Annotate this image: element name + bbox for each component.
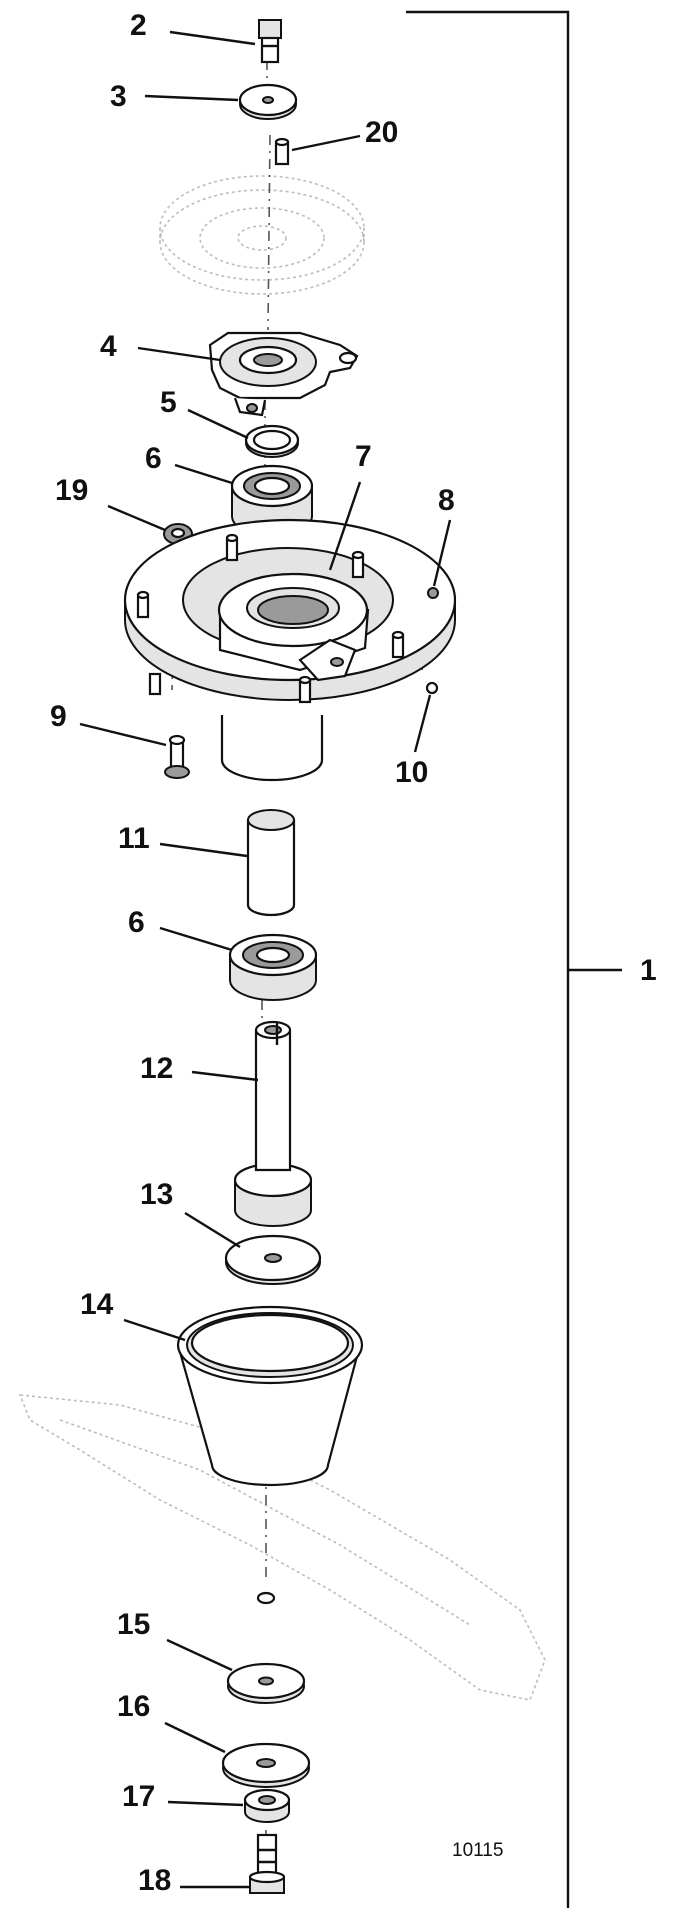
callout-8: 8 [438,484,455,517]
callout-19: 19 [55,474,88,507]
part-12-shaft [233,1020,313,1227]
housing-studs [136,533,405,704]
callout-12: 12 [140,1052,173,1085]
reference-number: 10115 [452,1840,503,1861]
callout-10: 10 [395,756,428,789]
part-4-bracket [208,331,359,417]
callout-4: 4 [100,330,117,363]
leader-lines [79,30,452,1889]
callout-2: 2 [130,9,147,42]
part-20-pin [274,137,290,166]
part-6-lower-bearing [228,933,318,1001]
callout-6-upper: 6 [145,442,162,475]
callout-7: 7 [355,440,372,473]
callout-20: 20 [365,116,398,149]
part-9-bolt [164,734,190,779]
callout-15: 15 [117,1608,150,1641]
part-7-spindle-housing [123,518,457,782]
part-11-spacer [246,809,296,917]
assembly-bracket [406,10,622,1908]
part-3-washer [238,83,298,120]
part-2-bolt [258,19,282,64]
part-14-cup [176,1305,364,1487]
callout-labels: 2 3 20 4 5 6 7 19 8 9 10 11 6 12 13 14 1… [50,9,657,1897]
callout-16: 16 [117,1690,150,1723]
part-5-ring [244,424,300,458]
blade-hole [256,1591,276,1605]
part-8-grease-fitting [427,587,439,599]
part-17-nut [243,1788,291,1823]
part-10-fitting [425,681,439,695]
part-16-washer [221,1742,311,1788]
callout-5: 5 [160,386,177,419]
callout-11: 11 [118,822,150,855]
callout-3: 3 [110,80,127,113]
callout-18: 18 [138,1864,171,1897]
assembly-label: 1 [640,954,657,987]
part-15-washer [226,1662,306,1704]
callout-14: 14 [80,1288,114,1321]
callout-9: 9 [50,700,67,733]
callout-13: 13 [140,1178,173,1211]
part-13-washer [224,1234,322,1285]
callout-6-lower: 6 [128,906,145,939]
part-18-bolt [248,1833,286,1894]
pulley-outline [159,175,365,295]
callout-17: 17 [122,1780,155,1813]
